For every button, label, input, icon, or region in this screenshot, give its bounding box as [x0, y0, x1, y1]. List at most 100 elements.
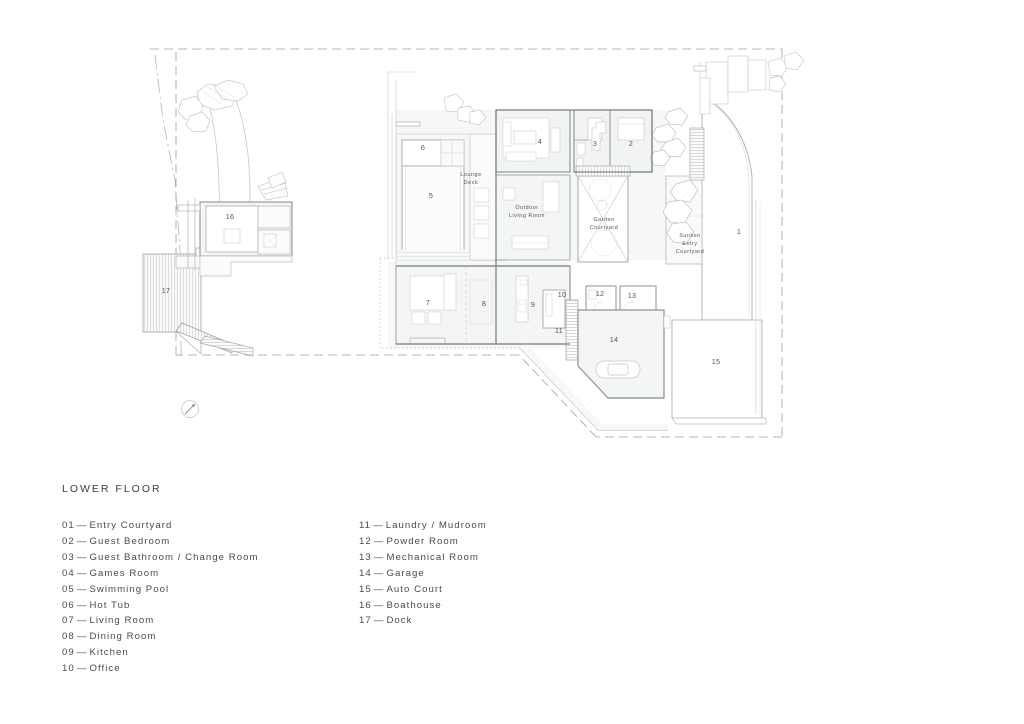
nw-boulders	[443, 93, 487, 126]
legend-item-dash: —	[76, 567, 88, 579]
legend-item: 11—Laundry / Mudroom	[359, 518, 487, 534]
room-label-9: 9	[531, 300, 535, 309]
legend-item-label: Office	[89, 663, 121, 675]
courtyard-slat-canopy	[575, 165, 631, 177]
garage-14	[577, 309, 671, 399]
room-label-6: 6	[421, 143, 425, 152]
legend-item-label: Swimming Pool	[89, 583, 170, 595]
legend-item-number: 07	[62, 615, 75, 627]
shore-boulders	[177, 79, 249, 133]
living-dining-kitchen-band	[395, 265, 571, 345]
legend-item-label: Entry Courtyard	[89, 520, 173, 531]
laundry-mudroom-11	[565, 299, 579, 361]
legend-item: 10—Office	[62, 661, 259, 677]
legend-item-dash: —	[76, 599, 88, 611]
label-garden-courtyard-2: Courtyard	[590, 225, 619, 231]
legend-item: 08—Dining Room	[62, 629, 259, 645]
legend-item-label: Kitchen	[89, 647, 129, 659]
label-lounge-deck-2: Deck	[464, 180, 478, 186]
legend-item-label: Garage	[386, 567, 425, 579]
legend-item: 03—Guest Bathroom / Change Room	[62, 550, 259, 566]
legend-item: 14—Garage	[359, 566, 487, 582]
room-label-16: 16	[226, 212, 235, 221]
legend-item: 05—Swimming Pool	[62, 582, 259, 598]
legend-item-number: 15	[359, 583, 372, 595]
legend-item-number: 09	[62, 647, 75, 659]
gate-symbol	[693, 65, 707, 72]
legend-item-number: 11	[359, 520, 372, 531]
games-room-4	[495, 109, 571, 173]
office-10	[542, 289, 566, 329]
powder-mechanical	[585, 285, 657, 311]
legend-item-dash: —	[76, 583, 88, 595]
shore-boulder-hatch	[199, 83, 235, 105]
legend-item: 16—Boathouse	[359, 598, 487, 614]
hot-tub-6	[401, 139, 465, 167]
room-label-15: 15	[712, 357, 721, 366]
legend-item-dash: —	[76, 535, 88, 547]
outdoor-living-room	[495, 174, 571, 261]
upper-terrace-planters	[699, 55, 767, 115]
legend-item-label: Boathouse	[386, 599, 442, 611]
room-label-12: 12	[596, 289, 605, 298]
label-outdoor-living-2: Living Room	[509, 213, 545, 219]
legend-item-label: Living Room	[89, 615, 155, 627]
garden-courtyard	[577, 175, 629, 263]
room-number-labels: 1 2 3 4 5 6 7 8 9 10 11 12 13 14 15 16 1…	[162, 137, 741, 366]
label-garden-courtyard: Garden	[593, 217, 614, 223]
legend-item-label: Dining Room	[89, 631, 157, 643]
room-label-17: 17	[162, 286, 171, 295]
boathouse-site-walls	[187, 198, 196, 270]
entry-stair	[689, 127, 705, 181]
label-lounge-deck: Lounge	[460, 172, 481, 178]
legend-item: 02—Guest Bedroom	[62, 534, 259, 550]
legend-item-number: 01	[62, 520, 75, 531]
legend-item-dash: —	[76, 631, 88, 643]
core-building-outline	[396, 109, 653, 345]
legend-item-dash: —	[373, 520, 384, 531]
legend-item-dash: —	[373, 599, 385, 611]
legend-item-dash: —	[76, 663, 88, 675]
label-sunken-entry-2: Entry	[682, 241, 697, 247]
legend-item: 13—Mechanical Room	[359, 550, 487, 566]
room-label-3: 3	[593, 139, 597, 148]
room-label-8: 8	[482, 299, 486, 308]
north-terrace-wall	[395, 121, 421, 127]
legend-item-dash: —	[76, 520, 88, 531]
room-label-7: 7	[426, 298, 430, 307]
legend-item-number: 03	[62, 551, 75, 563]
room-label-4: 4	[538, 137, 542, 146]
legend-item-number: 02	[62, 535, 75, 547]
legend-block: LOWER FLOOR 01—Entry Courtyard 02—Guest …	[62, 483, 662, 678]
legend-item-dash: —	[76, 551, 88, 563]
legend-item-dash: —	[373, 583, 385, 595]
legend-item-number: 04	[62, 567, 75, 579]
legend-item-number: 10	[62, 663, 75, 675]
legend-item: 12—Powder Room	[359, 534, 487, 550]
legend-item-number: 13	[359, 551, 372, 563]
boathouse-16	[175, 201, 293, 277]
legend-item: 15—Auto Court	[359, 582, 487, 598]
label-sunken-entry: Sunken	[679, 233, 701, 239]
legend-item-number: 16	[359, 599, 372, 611]
legend-columns: 01—Entry Courtyard 02—Guest Bedroom 03—G…	[62, 518, 662, 678]
legend-item-number: 14	[359, 567, 372, 579]
legend-item-label: Laundry / Mudroom	[385, 520, 487, 531]
legend-item: 06—Hot Tub	[62, 598, 259, 614]
boathouse-stair-fan	[257, 171, 289, 201]
named-space-labels: Lounge Deck Outdoor Living Room Garden C…	[460, 172, 705, 255]
room-label-13: 13	[628, 291, 637, 300]
legend-item: 17—Dock	[359, 613, 487, 629]
legend-item-label: Mechanical Room	[386, 551, 479, 563]
legend-item-dash: —	[373, 551, 385, 563]
setback-line	[154, 54, 182, 358]
legend-item: 09—Kitchen	[62, 645, 259, 661]
lounge-deck	[469, 133, 497, 261]
room-label-5: 5	[429, 191, 433, 200]
label-sunken-entry-3: Courtyard	[676, 249, 705, 255]
page-title: LOWER FLOOR	[62, 483, 162, 495]
car-symbol	[595, 360, 641, 379]
north-arrow-icon	[181, 400, 199, 418]
room-label-10: 10	[558, 290, 567, 299]
